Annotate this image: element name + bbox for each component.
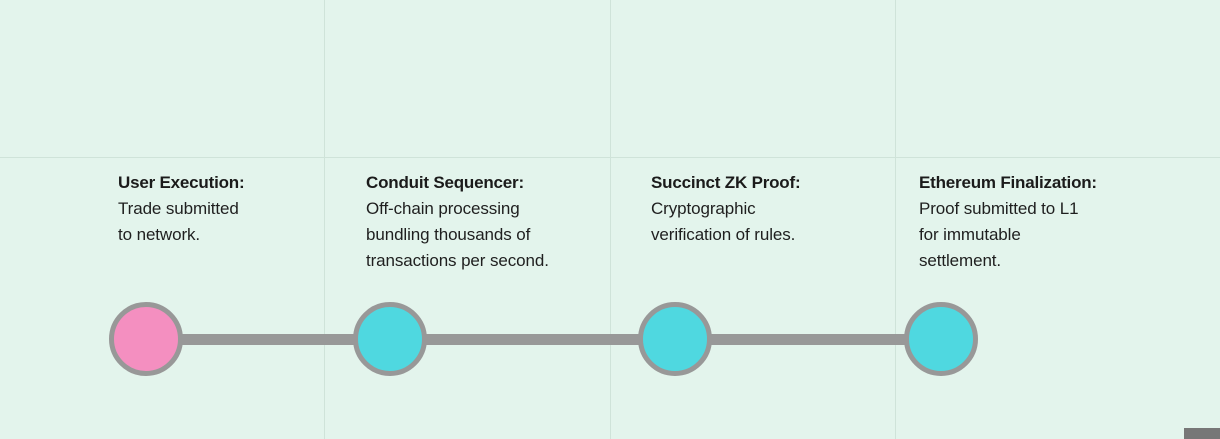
step-4-description-line-2: for immutable bbox=[919, 225, 1021, 244]
step-4-description: Proof submitted to L1 for immutable settle… bbox=[919, 196, 1097, 274]
timeline-node-4[interactable] bbox=[904, 302, 978, 376]
step-4: Ethereum Finalization: Proof submitted to… bbox=[919, 170, 1097, 274]
step-1-description-line-2: to network. bbox=[118, 225, 201, 244]
step-3: Succinct ZK Proof: Cryptographic verificat… bbox=[651, 170, 801, 248]
step-1-description: Trade submitted to network. bbox=[118, 196, 244, 248]
step-2-description-line-3: transactions per second. bbox=[366, 251, 549, 270]
step-4-title: Ethereum Finalization: bbox=[919, 173, 1097, 192]
step-2-title: Conduit Sequencer: bbox=[366, 173, 524, 192]
step-3-title: Succinct ZK Proof: bbox=[651, 173, 801, 192]
connector-2-to-3 bbox=[390, 333, 675, 345]
step-2: Conduit Sequencer: Off-chain processing bu… bbox=[366, 170, 549, 274]
step-3-description-line-1: Cryptographic bbox=[651, 199, 756, 218]
step-4-description-line-1: Proof submitted to L1 bbox=[919, 199, 1079, 218]
corner-mark bbox=[1184, 428, 1220, 439]
connector-1-to-2 bbox=[146, 333, 390, 345]
step-2-description-line-2: bundling thousands of bbox=[366, 225, 531, 244]
step-1: User Execution: Trade submitted to network… bbox=[118, 170, 245, 248]
step-1-title: User Execution: bbox=[118, 173, 245, 192]
timeline-node-2[interactable] bbox=[353, 302, 427, 376]
step-3-description: Cryptographic verification of rules. bbox=[651, 196, 800, 248]
step-1-description-line-1: Trade submitted bbox=[118, 199, 239, 218]
timeline-node-1[interactable] bbox=[109, 302, 183, 376]
step-4-description-line-3: settlement. bbox=[919, 251, 1002, 270]
step-2-description-line-1: Off-chain processing bbox=[366, 199, 520, 218]
step-2-description: Off-chain processing bundling thousands o… bbox=[366, 196, 549, 274]
connector-3-to-4 bbox=[675, 333, 941, 345]
timeline-node-3[interactable] bbox=[638, 302, 712, 376]
step-3-description-line-2: verification of rules. bbox=[651, 225, 796, 244]
